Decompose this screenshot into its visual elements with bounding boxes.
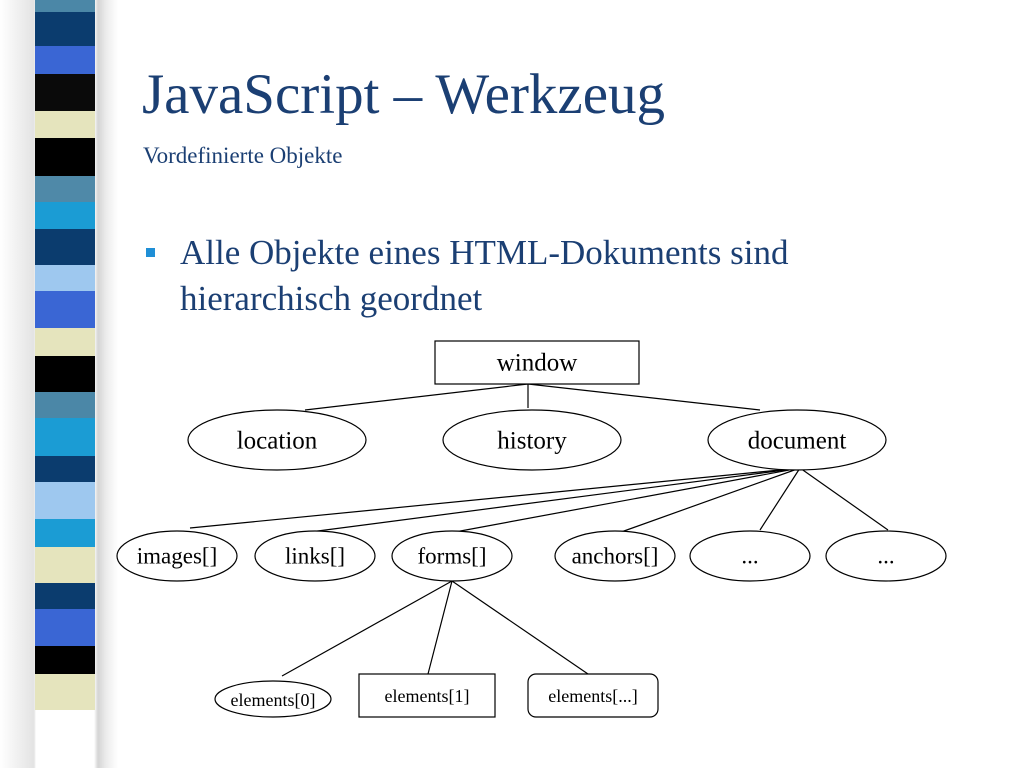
history-node xyxy=(442,409,622,471)
connector-document-images xyxy=(189,467,801,529)
history-label: history xyxy=(497,428,567,455)
stripe-segment xyxy=(35,547,95,583)
connector-document-more1 xyxy=(759,467,801,531)
links-label: links[] xyxy=(285,544,345,569)
stripe-segment xyxy=(35,609,95,646)
elements-1-node xyxy=(358,673,496,718)
connector-window-document xyxy=(527,383,761,411)
connector-forms-el0 xyxy=(281,580,453,677)
stripe-column xyxy=(35,0,95,768)
decorative-stripe-bar xyxy=(0,0,118,768)
elements-n-label: elements[...] xyxy=(548,686,637,706)
more-node-1 xyxy=(689,530,811,582)
elements-n-node xyxy=(527,673,659,718)
stripe-segment xyxy=(35,291,95,328)
stripe-segment xyxy=(35,583,95,609)
stripe-segment xyxy=(35,111,95,138)
elements-0-label: elements[0] xyxy=(231,690,316,710)
stripe-segment xyxy=(35,202,95,229)
connector-document-anchors xyxy=(609,467,801,537)
more-label-1: ... xyxy=(741,544,758,569)
links-node xyxy=(254,530,376,582)
more-label-2: ... xyxy=(877,544,894,569)
window-label: window xyxy=(497,350,578,377)
connector-document-links xyxy=(309,467,801,533)
location-node xyxy=(187,409,367,471)
connector-document-more2 xyxy=(799,467,889,531)
anchors-label: anchors[] xyxy=(572,544,659,569)
stripe-segment xyxy=(35,392,95,418)
window-node xyxy=(434,340,640,385)
more-node-2 xyxy=(825,530,947,582)
stripe-segment xyxy=(35,265,95,291)
elements-1-label: elements[1] xyxy=(385,686,470,706)
stripe-segment xyxy=(35,456,95,482)
connector-forms-eln xyxy=(451,580,589,675)
stripe-segment xyxy=(35,674,95,710)
stripe-segment xyxy=(35,176,95,202)
connector-document-forms xyxy=(454,467,801,533)
stripe-segment xyxy=(35,138,95,176)
slide-subtitle: Vordefinierte Objekte xyxy=(143,143,343,168)
slide-title: JavaScript – Werkzeug xyxy=(142,63,666,126)
stripe-segment xyxy=(35,646,95,674)
stripe-segment xyxy=(35,328,95,356)
stripe-segment xyxy=(35,356,95,392)
connector-window-location xyxy=(304,383,529,411)
stripe-segment xyxy=(35,229,95,265)
stripe-segment xyxy=(35,74,95,111)
forms-node xyxy=(391,530,513,582)
stripe-segment xyxy=(35,519,95,547)
stripe-segment xyxy=(35,0,95,12)
anchors-node xyxy=(554,530,676,582)
elements-0-node xyxy=(214,680,332,718)
connector-forms-el1 xyxy=(427,580,453,675)
stripe-segment xyxy=(35,482,95,519)
location-label: location xyxy=(237,428,318,455)
document-label: document xyxy=(748,428,847,455)
images-label: images[] xyxy=(137,544,217,569)
bullet-text: Alle Objekte eines HTML-Dokuments sind h… xyxy=(180,233,789,318)
bullet-square-icon xyxy=(146,248,155,257)
stripe-segment xyxy=(35,46,95,74)
connectors xyxy=(189,383,889,677)
stripe-segment xyxy=(35,12,95,46)
document-node xyxy=(707,409,887,471)
stripe-segment xyxy=(35,418,95,456)
images-node xyxy=(116,530,238,582)
forms-label: forms[] xyxy=(418,544,487,569)
